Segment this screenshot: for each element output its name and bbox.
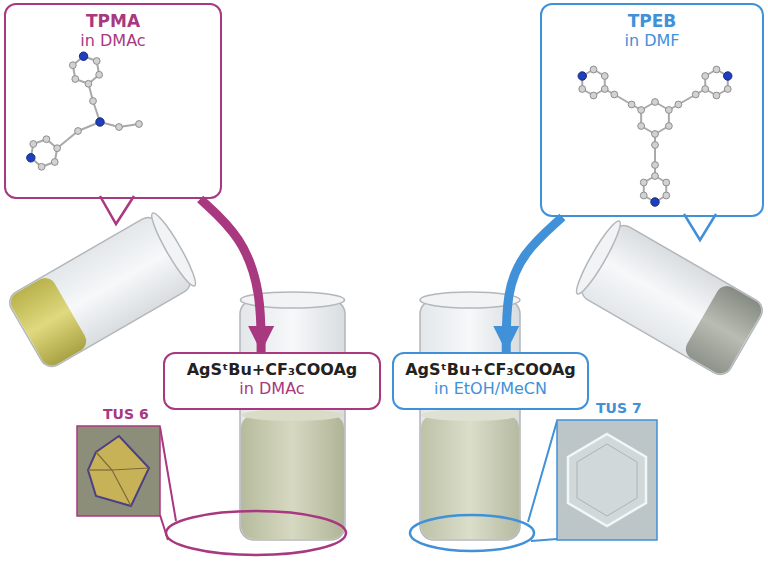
- callout-box: TPEBin DMF: [540, 3, 764, 217]
- carbon-atom: [136, 121, 143, 128]
- carbon-atom: [90, 98, 97, 105]
- carbon-atom: [692, 91, 699, 98]
- carbon-atom: [43, 136, 50, 143]
- crystal-photo: [557, 420, 657, 540]
- vial: [421, 409, 519, 421]
- node-text: in EtOH/MeCN: [434, 379, 547, 398]
- callout-tail: [684, 214, 716, 240]
- carbon-atom: [93, 58, 100, 65]
- carbon-atom: [713, 92, 720, 99]
- molecule: [27, 52, 732, 206]
- node-text: in DMAc: [239, 379, 304, 398]
- highlight-ring: [166, 511, 346, 555]
- pour-arrow: [200, 199, 261, 352]
- leader-line: [528, 421, 557, 522]
- tilted-vial: [147, 210, 201, 290]
- leader-line: [160, 515, 168, 540]
- node-title: TPEB: [628, 11, 677, 31]
- crystal-photo: [557, 420, 657, 540]
- leader-line: [160, 427, 176, 521]
- carbon-atom: [724, 86, 731, 93]
- carbon-atom: [665, 107, 672, 114]
- crystal-photo: [577, 444, 637, 516]
- crystal-photo: [88, 436, 149, 506]
- highlight-ring: [166, 511, 534, 555]
- bond: [57, 131, 78, 148]
- reagent-box: AgSᵗBu+CF₃COOAgin EtOH/MeCN: [392, 352, 589, 410]
- carbon-atom: [69, 62, 76, 69]
- nitrogen-atom: [578, 72, 586, 80]
- crystal-photo: [88, 469, 112, 470]
- node-title: AgSᵗBu+CF₃COOAg: [187, 360, 358, 379]
- crystal-photo: [77, 426, 160, 516]
- carbon-atom: [75, 128, 82, 135]
- carbon-atom: [675, 101, 682, 108]
- carbon-atom: [702, 73, 709, 80]
- sample-label: TUS 6: [103, 406, 149, 422]
- carbon-atom: [652, 99, 659, 106]
- carbon-atom: [628, 101, 635, 108]
- carbon-atom: [54, 145, 61, 152]
- nitrogen-atom: [651, 198, 659, 206]
- carbon-atom: [85, 80, 92, 87]
- crystal-photo: [77, 426, 160, 516]
- vial: [242, 409, 344, 421]
- vial: [240, 300, 345, 540]
- carbon-atom: [72, 76, 79, 83]
- vial: [421, 415, 519, 539]
- carbon-atom: [665, 123, 672, 130]
- nitrogen-atom: [27, 154, 35, 162]
- carbon-atom: [38, 163, 45, 170]
- carbon-atom: [51, 159, 58, 166]
- carbon-atom: [652, 173, 659, 180]
- tilted-vial: [571, 218, 625, 298]
- tilted-vial: [571, 218, 766, 379]
- node-title: AgSᵗBu+CF₃COOAg: [405, 360, 576, 379]
- leader-line: [160, 421, 557, 541]
- nitrogen-atom: [724, 72, 732, 80]
- carbon-atom: [638, 107, 645, 114]
- nitrogen-atom: [79, 52, 87, 60]
- tilted-vial: [5, 210, 200, 371]
- highlight-ring: [410, 515, 534, 551]
- carbon-atom: [601, 73, 608, 80]
- nitrogen-atom: [96, 118, 104, 126]
- carbon-atom: [638, 123, 645, 130]
- carbon-atom: [713, 66, 720, 73]
- carbon-atom: [663, 192, 670, 199]
- carbon-atom: [590, 92, 597, 99]
- node-title: TPMA: [86, 11, 140, 31]
- callout-tail: [100, 196, 134, 224]
- carbon-atom: [590, 66, 597, 73]
- carbon-atom: [601, 86, 608, 93]
- carbon-atom: [611, 91, 618, 98]
- pour-arrow: [506, 217, 562, 352]
- carbon-atom: [640, 179, 647, 186]
- carbon-atom: [663, 179, 670, 186]
- carbon-atom: [30, 141, 37, 148]
- crystal-photo: [568, 434, 646, 526]
- tilted-vial: [682, 282, 765, 378]
- carbon-atom: [96, 71, 103, 78]
- node-text: in DMF: [625, 31, 680, 50]
- carbon-atom: [652, 162, 659, 169]
- carbon-atom: [640, 192, 647, 199]
- crystal-photo: [96, 452, 131, 506]
- leader-line: [531, 539, 557, 541]
- carbon-atom: [702, 86, 709, 93]
- crystal-photo: [112, 468, 149, 470]
- reagent-box: AgSᵗBu+CF₃COOAgin DMAc: [163, 352, 381, 410]
- carbon-atom: [116, 124, 123, 131]
- callout-box: TPMAin DMAc: [4, 3, 222, 199]
- sample-label: TUS 7: [596, 400, 642, 416]
- carbon-atom: [652, 131, 659, 138]
- node-text: in DMAc: [80, 31, 145, 50]
- carbon-atom: [579, 86, 586, 93]
- carbon-atom: [652, 142, 659, 149]
- tilted-vial: [7, 274, 90, 370]
- vial: [240, 292, 345, 540]
